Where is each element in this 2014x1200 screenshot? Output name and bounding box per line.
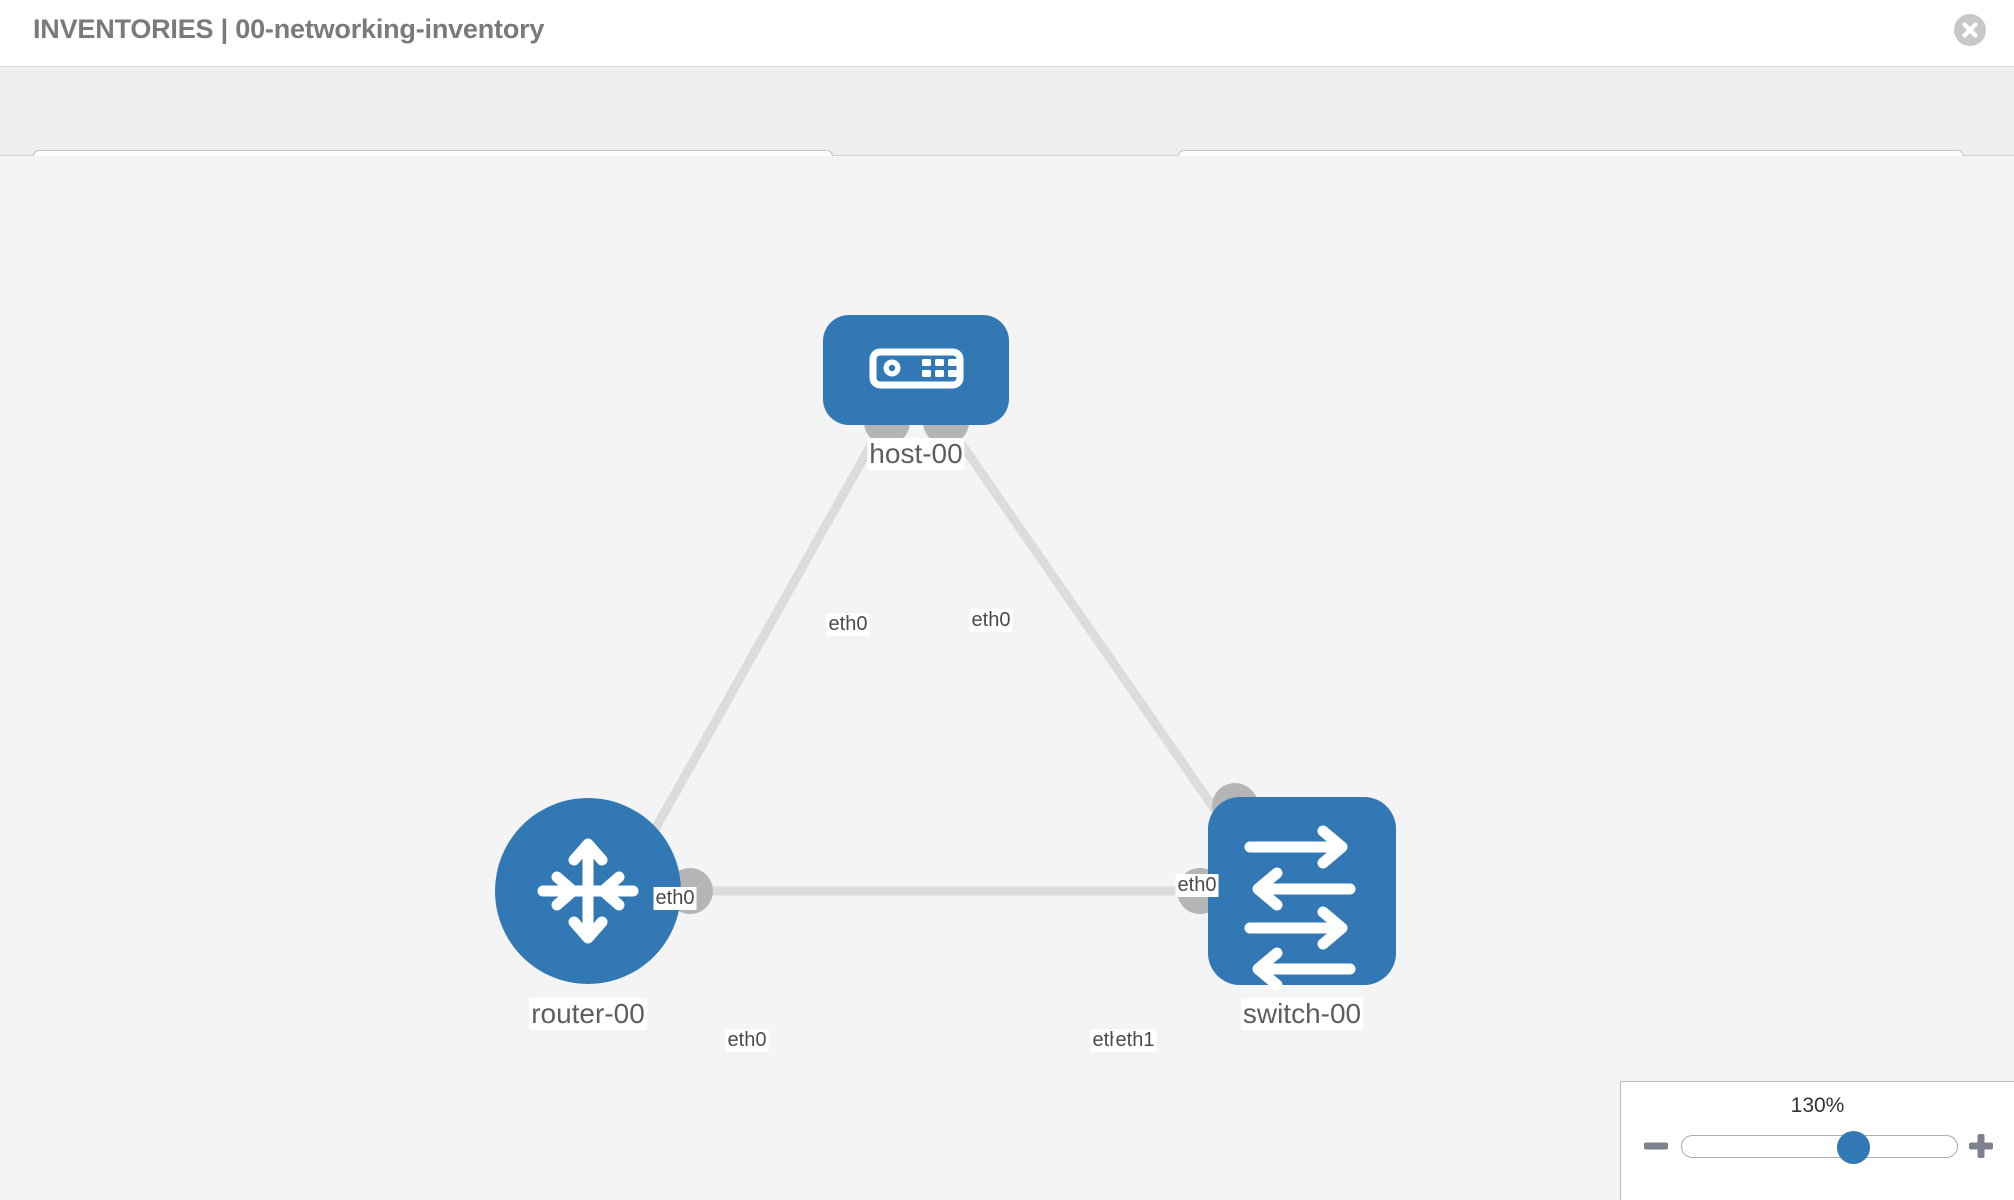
page-title: INVENTORIES | 00-networking-inventory — [33, 14, 545, 44]
iface-label-switch-eth0-up: eth0 — [1175, 874, 1219, 897]
page-header: INVENTORIES | 00-networking-inventory — [0, 0, 2014, 67]
zoom-control-panel: 130% — [1620, 1081, 2014, 1200]
endpoint-layer — [617, 399, 1258, 914]
zoom-slider[interactable] — [1681, 1131, 1958, 1164]
iface-label-router-eth0-up: eth0 — [653, 887, 697, 910]
node-router-00 — [495, 798, 681, 984]
zoom-slider-thumb[interactable] — [1836, 1131, 1870, 1164]
close-icon[interactable] — [1954, 14, 1986, 46]
edge-host-switch — [952, 433, 1244, 849]
topology-graph — [495, 315, 1396, 991]
toolbar: ACTIONS SEARCH — [0, 67, 2014, 199]
iface-label-router-eth0-right: eth0 — [725, 1029, 769, 1052]
node-host-00 — [823, 315, 1009, 425]
zoom-in-button[interactable] — [1964, 1129, 1998, 1163]
iface-label-host-eth0-left: eth0 — [826, 613, 870, 636]
node-label-host-00: host-00 — [867, 438, 965, 470]
node-label-switch-00: switch-00 — [1240, 998, 1364, 1030]
edge-host-router — [636, 433, 880, 859]
zoom-level-label: 130% — [1790, 1094, 1845, 1117]
node-label-router-00: router-00 — [529, 998, 647, 1030]
switch-arrows-icon — [1244, 825, 1356, 991]
topology-canvas[interactable]: eth0 eth0 eth0 eth0 eth0 eth0 eth1 host-… — [0, 156, 2014, 1200]
router-arrows-icon — [537, 838, 639, 944]
iface-label-switch-eth1: eth1 — [1113, 1029, 1157, 1052]
edge-layer — [636, 433, 1244, 896]
iface-label-host-eth0-right: eth0 — [969, 609, 1013, 632]
node-switch-00 — [1208, 797, 1396, 991]
zoom-out-button[interactable] — [1639, 1129, 1673, 1163]
server-icon — [869, 348, 964, 389]
